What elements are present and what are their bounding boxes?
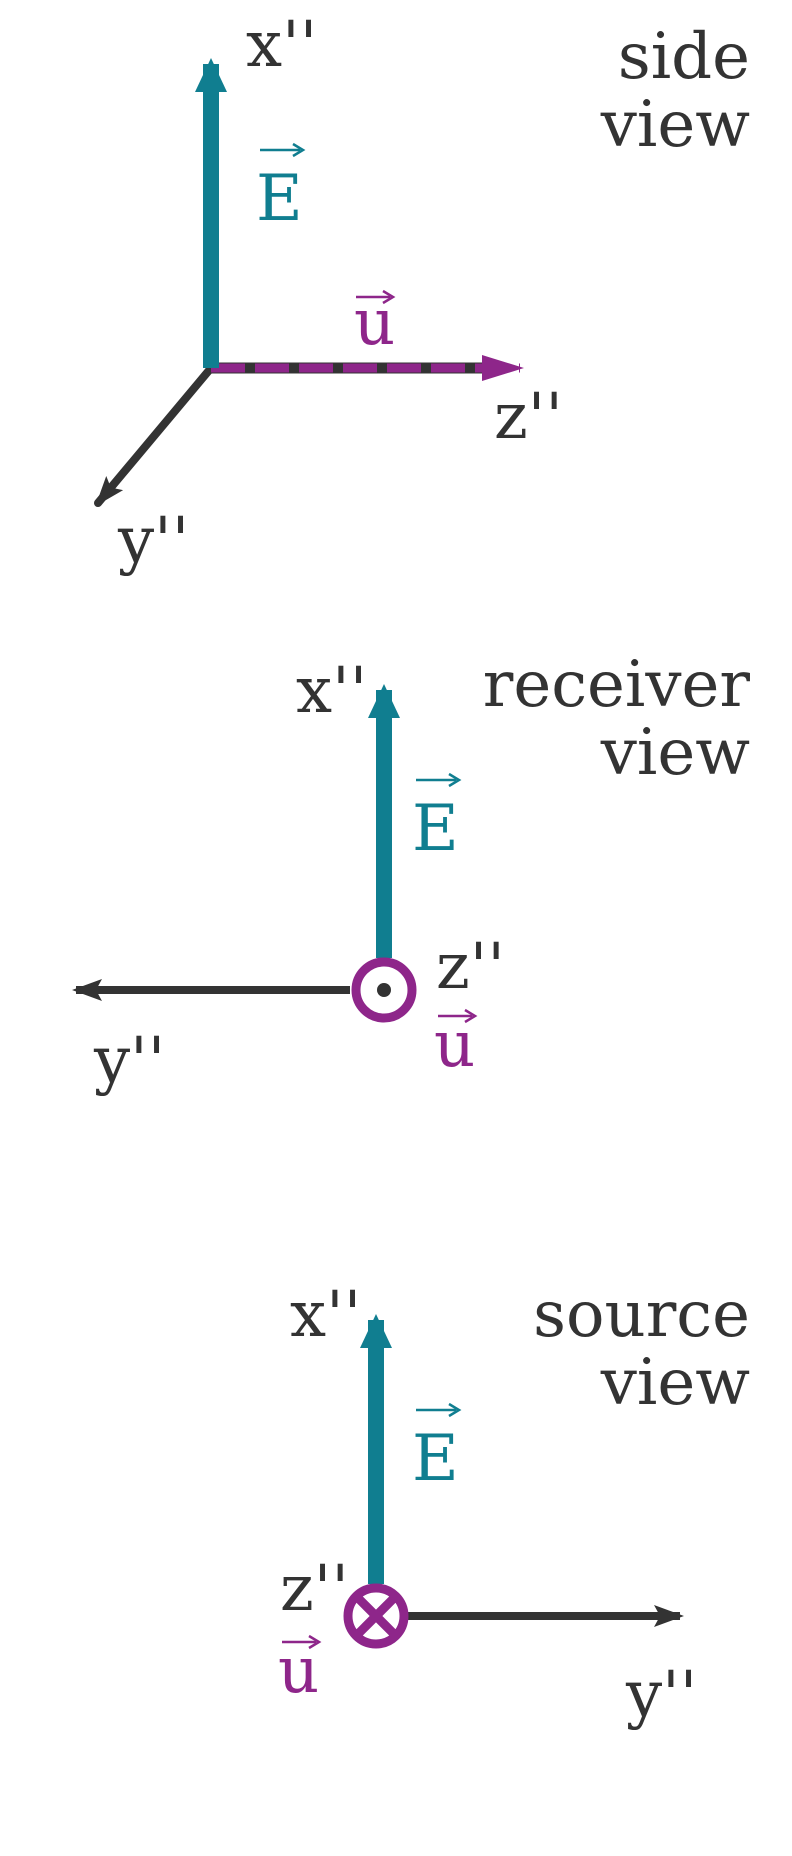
receiver-view-title-line1: receiver [483, 648, 751, 722]
source-velocity-vector-arrowhead [308, 1634, 322, 1650]
side-field-label: E [256, 162, 303, 236]
receiver-view-title-line2: view [600, 716, 750, 790]
cross-in-circle-icon [343, 1583, 409, 1649]
receiver-field-label: E [412, 792, 459, 866]
side-z-axis-label: z'' [494, 380, 563, 454]
source-y-axis-label: y'' [625, 1658, 697, 1732]
receiver-velocity-label: u [434, 1008, 475, 1082]
side-field-vector-arrowhead [292, 142, 306, 158]
source-field-label: E [412, 1422, 459, 1496]
receiver-field-vector-arrowhead [448, 772, 462, 788]
side-velocity-label: u [354, 286, 395, 360]
source-z-axis-label: z'' [280, 1552, 349, 1626]
receiver-y-axis-label: y'' [93, 1024, 165, 1098]
source-velocity-label: u [278, 1634, 319, 1708]
side-x-axis-label: x'' [246, 8, 317, 82]
receiver-z-axis-label: z'' [436, 930, 505, 1004]
source-view: source view y'' x'' E z'' u [278, 1278, 750, 1732]
dot-in-circle-icon [351, 957, 417, 1023]
side-view-title-line1: side [618, 20, 750, 94]
source-view-title-line2: view [600, 1346, 750, 1420]
receiver-x-axis-label: x'' [296, 654, 367, 728]
source-x-axis-label: x'' [290, 1278, 361, 1352]
receiver-velocity-vector-arrowhead [464, 1008, 478, 1024]
side-y-axis-arrow [94, 364, 215, 507]
side-y-axis-label: y'' [117, 504, 189, 578]
receiver-view: receiver view y'' x'' E z'' u [72, 648, 751, 1098]
side-velocity-vector-arrowhead [382, 289, 396, 305]
source-view-title-line1: source [533, 1278, 750, 1352]
side-view: side view y'' z'' u x'' E [94, 8, 750, 578]
side-view-title-line2: view [600, 88, 750, 162]
source-field-vector-arrowhead [448, 1402, 462, 1418]
